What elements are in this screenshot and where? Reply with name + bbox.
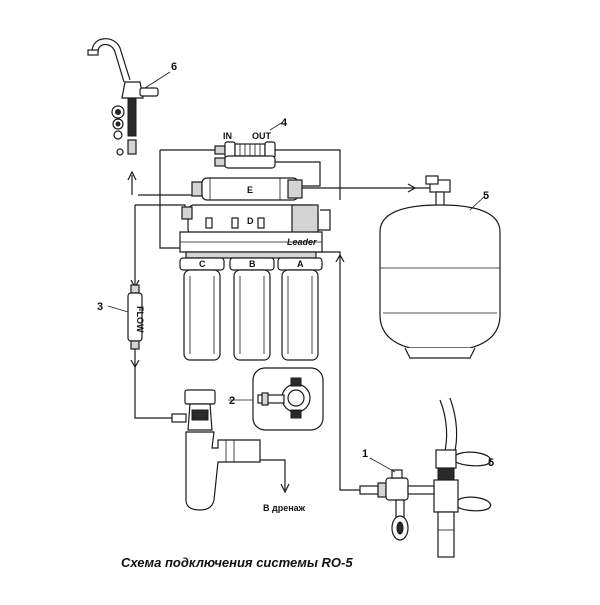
brand-logo: Leader — [287, 237, 317, 247]
drain-label: В дренаж — [263, 503, 306, 513]
post-filter-out-label: OUT — [252, 131, 272, 141]
housing-label-c: C — [199, 259, 206, 269]
module-label-d: D — [247, 216, 254, 226]
callout-5: 5 — [483, 190, 489, 202]
post-filter-in-label: IN — [223, 131, 232, 141]
diagram-caption: Схема подключения системы RO-5 — [121, 555, 353, 570]
callout-4: 4 — [281, 117, 288, 129]
callout-3: 3 — [97, 301, 103, 313]
housing-label-b: B — [249, 259, 256, 269]
faucet-lever — [139, 87, 159, 97]
callout-1: 1 — [362, 448, 368, 460]
flow-restrictor — [107, 284, 143, 350]
storage-tank — [379, 175, 501, 359]
filter-module-e — [191, 177, 303, 201]
feed-valve — [359, 397, 492, 558]
callout-2: 2 — [229, 395, 235, 407]
mounting-bracket — [179, 231, 323, 259]
module-label-e: E — [247, 185, 253, 195]
membrane-housing-d — [181, 204, 319, 236]
filter-housings — [179, 257, 323, 361]
diagram-labels: 6 4 5 3 2 1 5 IN OUT E D C B A Leader FL… — [97, 61, 494, 570]
flow-restrictor-label: FLOW — [135, 306, 145, 333]
drain-clamp-detail — [252, 367, 324, 431]
post-filter — [214, 121, 284, 169]
faucet — [87, 38, 171, 156]
drain-siphon — [171, 389, 261, 511]
callout-5-inlet: 5 — [488, 457, 494, 469]
housing-label-a: A — [297, 259, 304, 269]
callout-6: 6 — [171, 61, 177, 73]
